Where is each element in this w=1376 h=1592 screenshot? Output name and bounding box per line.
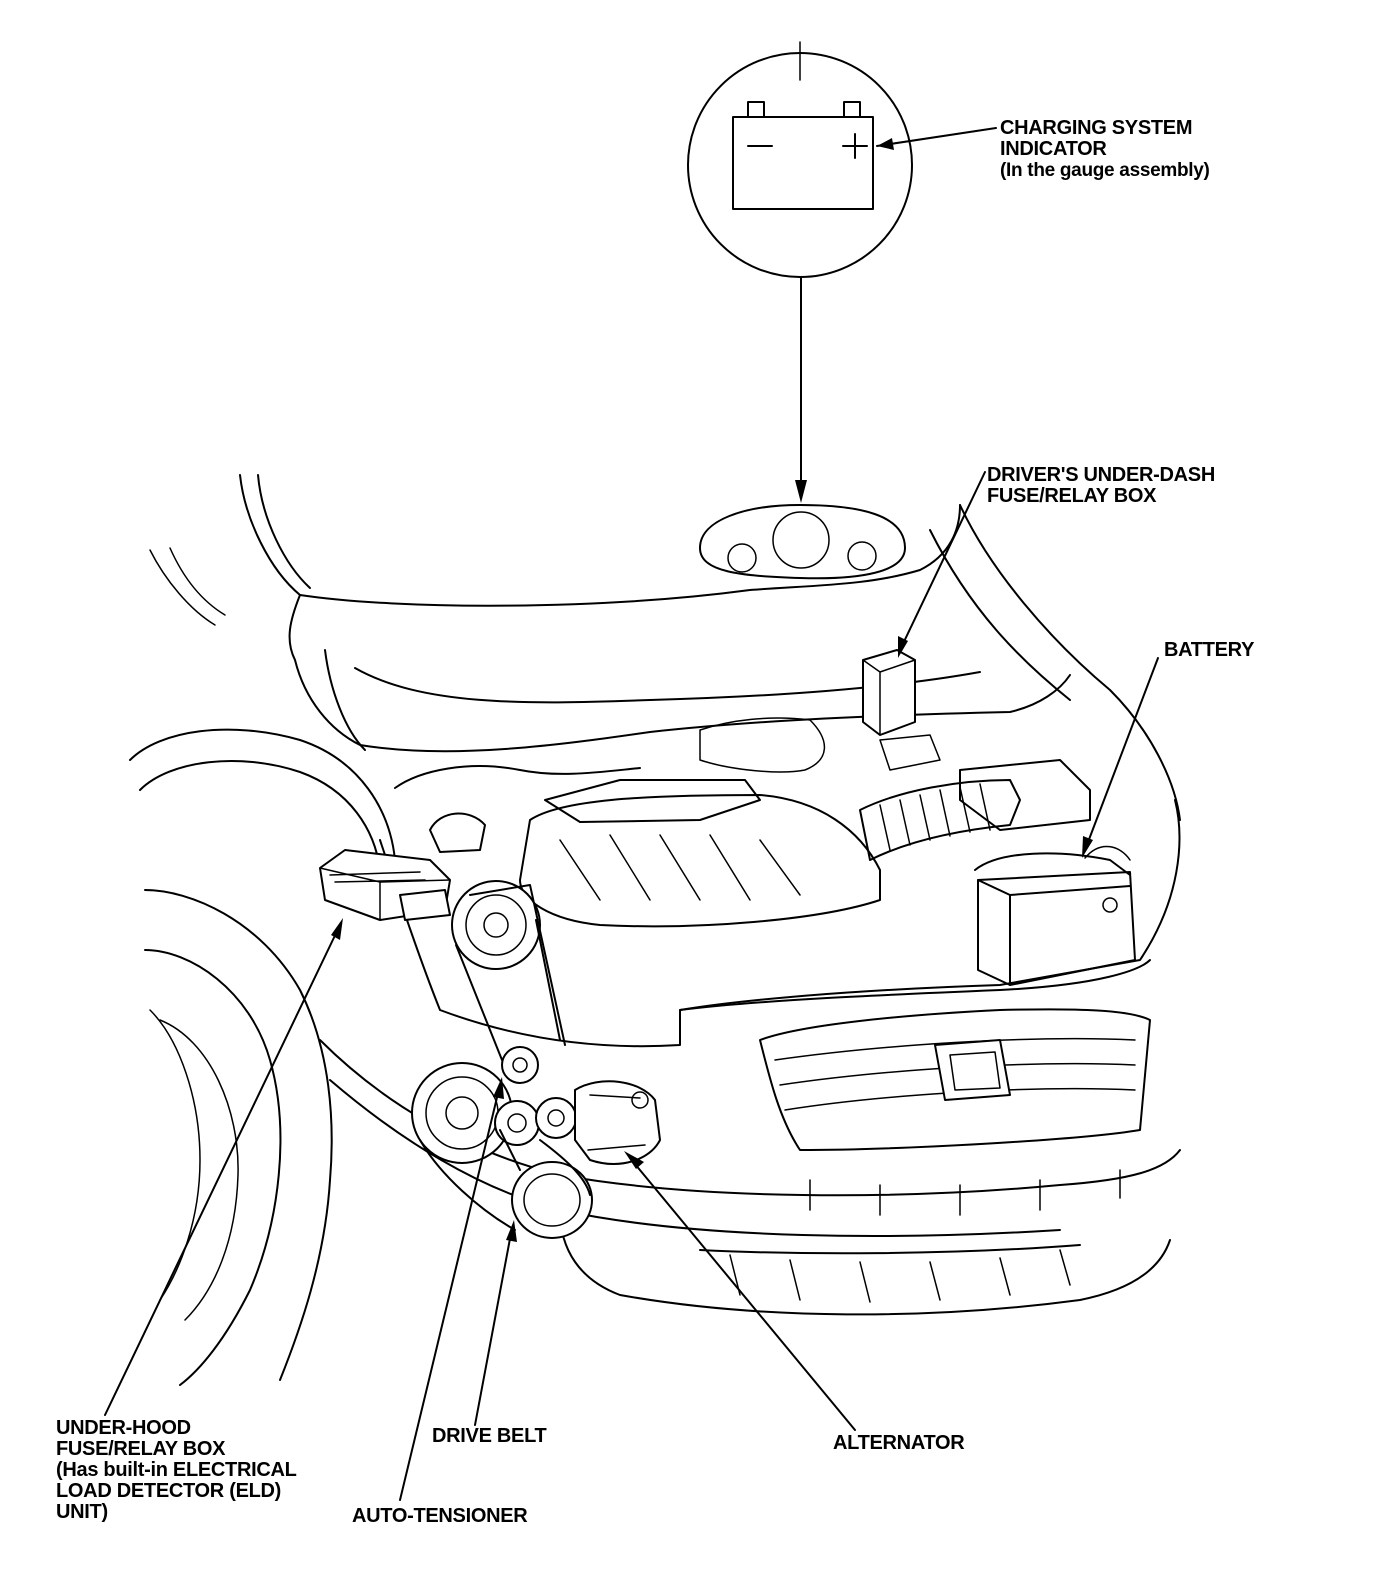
- label-line: DRIVER'S UNDER-DASH: [987, 464, 1215, 486]
- label-line: UNDER-HOOD: [56, 1417, 191, 1439]
- label-under-dash-fuse-box: DRIVER'S UNDER-DASH FUSE/RELAY BOX: [987, 465, 1215, 507]
- label-line: CHARGING SYSTEM: [1000, 117, 1193, 139]
- label-line: ALTERNATOR: [833, 1432, 965, 1454]
- label-auto-tensioner: AUTO-TENSIONER: [352, 1505, 528, 1527]
- under-hood-fuse-box: [319, 849, 451, 921]
- label-line: FUSE/RELAY BOX: [56, 1438, 226, 1460]
- indicator-magnifier: [687, 41, 997, 503]
- engine-compartment: [394, 717, 1091, 928]
- label-line: DRIVE BELT: [432, 1425, 547, 1447]
- label-alternator: ALTERNATOR: [833, 1432, 965, 1454]
- label-line: AUTO-TENSIONER: [352, 1505, 528, 1527]
- battery-warning-icon: [732, 101, 874, 210]
- label-battery: BATTERY: [1164, 640, 1254, 661]
- belt-drive: [411, 880, 661, 1239]
- label-line: UNIT): [56, 1501, 108, 1523]
- under-dash-fuse-box: [862, 471, 986, 736]
- battery: [974, 657, 1159, 986]
- label-line: (Has built-in ELECTRICAL: [56, 1459, 297, 1481]
- label-charging-system-indicator: CHARGING SYSTEM INDICATOR (In the gauge …: [1000, 117, 1210, 182]
- leader-lines: [104, 918, 856, 1501]
- fender-and-wheel: [129, 728, 396, 1386]
- label-drive-belt: DRIVE BELT: [432, 1425, 547, 1447]
- label-line: BATTERY: [1164, 639, 1255, 661]
- gauge-cluster: [699, 504, 906, 580]
- label-line: LOAD DETECTOR (ELD): [56, 1480, 282, 1502]
- label-line: FUSE/RELAY BOX: [987, 485, 1157, 507]
- label-line: INDICATOR: [1000, 138, 1107, 160]
- label-line: (In the gauge assembly): [1000, 160, 1210, 181]
- label-under-hood-fuse-box: UNDER-HOOD FUSE/RELAY BOX (Has built-in …: [56, 1418, 297, 1523]
- hood-and-cowl: [149, 474, 1181, 821]
